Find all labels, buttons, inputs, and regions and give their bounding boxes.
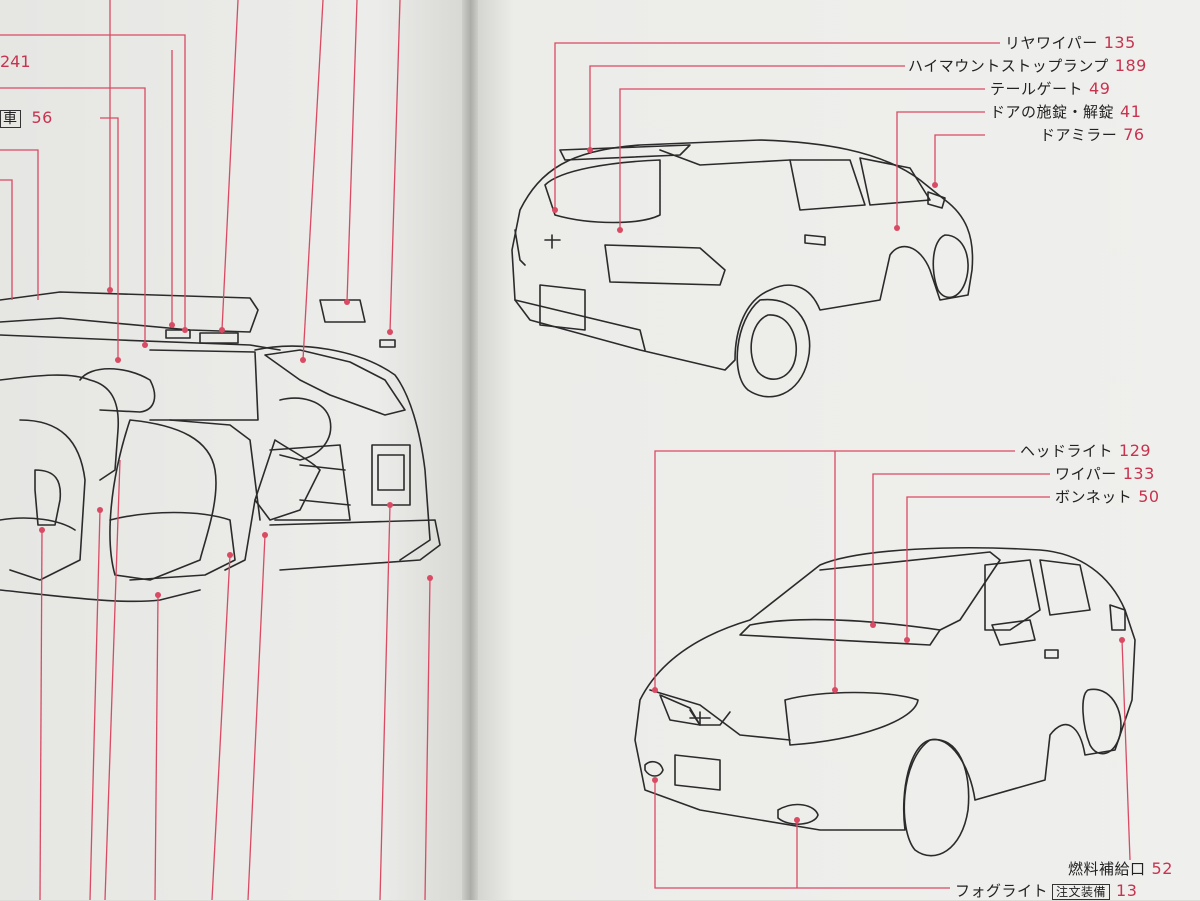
page-ref: 13 [1116, 881, 1138, 900]
page-ref: 49 [1089, 79, 1111, 98]
page-ref: 52 [1151, 859, 1173, 878]
ref-56-label: 車 56 [0, 108, 53, 128]
label-fuel-lid: 燃料補給口 52 [1068, 858, 1173, 879]
leader-dots [39, 147, 1125, 823]
label-text: フォグライト [955, 882, 1049, 900]
label-text: ワイパー [1055, 465, 1117, 483]
left-page [0, 0, 470, 900]
page-ref: 129 [1119, 441, 1152, 460]
label-high-mount-stop-lamp: ハイマウントストップランプ 189 [908, 55, 1147, 76]
label-text: ドアミラー [1040, 126, 1118, 144]
label-bonnet: ボンネット 50 [1055, 486, 1160, 507]
label-text: ドアの施錠・解錠 [990, 103, 1115, 121]
book-gutter [462, 0, 478, 900]
label-rear-wiper: リヤワイパー 135 [1005, 32, 1136, 53]
leader-lines [0, 0, 1131, 900]
label-fog-light: フォグライト注文装備 13 [955, 880, 1137, 901]
rear-car-illustration [511, 139, 974, 398]
label-text: リヤワイパー [1005, 34, 1098, 52]
label-text: 燃料補給口 [1068, 860, 1146, 878]
page-ref: 135 [1103, 33, 1136, 52]
page-ref: 50 [1138, 487, 1160, 506]
label-wiper: ワイパー 133 [1055, 463, 1155, 484]
label-text: ハイマウントストップランプ [908, 57, 1109, 75]
page-ref: 76 [1123, 125, 1145, 144]
interior-illustration [0, 291, 441, 603]
ref-56-page: 56 [31, 108, 53, 127]
label-text: ボンネット [1055, 488, 1133, 506]
ref-241: 241 [0, 52, 31, 71]
optional-equipment-tag: 注文装備 [1052, 884, 1111, 900]
page-ref: 189 [1114, 56, 1147, 75]
ref-56-prefix: 車 [0, 110, 21, 128]
page-ref: 41 [1120, 102, 1142, 121]
label-door-lock: ドアの施錠・解錠 41 [990, 101, 1141, 122]
label-tailgate: テールゲート 49 [990, 78, 1110, 99]
page-ref: 133 [1122, 464, 1155, 483]
label-door-mirror: ドアミラー 76 [1040, 124, 1145, 145]
front-car-illustration [634, 547, 1136, 857]
label-headlight: ヘッドライト 129 [1020, 440, 1151, 461]
label-text: ヘッドライト [1020, 442, 1114, 460]
label-text: テールゲート [990, 80, 1084, 98]
